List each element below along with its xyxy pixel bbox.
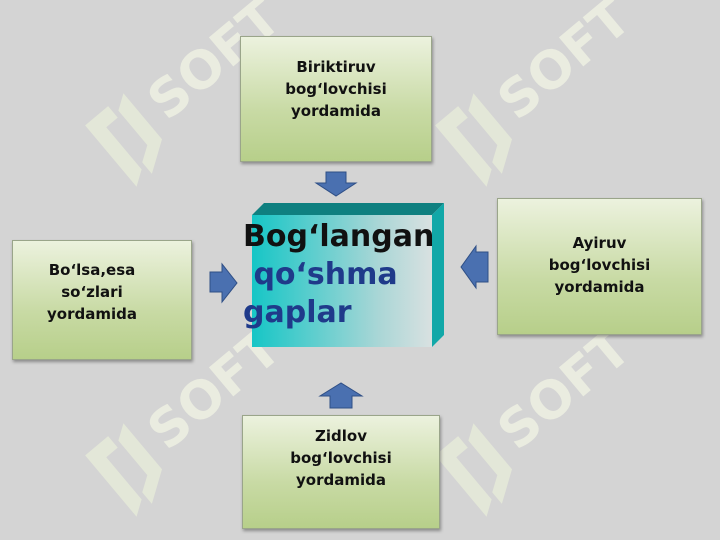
box-ayiruv: Ayiruv bog‘lovchisi yordamida [497,198,702,335]
box-ayiruv-label: Ayiruv bog‘lovchisi yordamida [548,233,651,296]
center-title-line1: Bog‘langan [243,219,435,254]
cube-top-face [252,203,444,215]
cube-side-face [432,203,444,347]
box-zidlov-label: Zidlov bog‘lovchisi yordamida [290,427,392,489]
arrow-right-icon [209,262,238,304]
arrow-left-icon [460,244,489,290]
arrow-up-icon [318,382,364,409]
center-cube [252,203,444,347]
box-bolsa-esa-label: Bo‘lsa,esa so‘zlari yordamida [47,261,137,323]
box-bolsa-esa: Bo‘lsa,esa so‘zlari yordamida [12,240,192,360]
svg-text:SOFT: SOFT [487,0,643,132]
cube-front-face [252,215,432,347]
watermark-logo-4: SOFT [435,317,643,517]
arrow-down-icon [314,171,358,197]
box-biriktiruv: Biriktiruv bog‘lovchisi yordamida [240,36,432,162]
watermark-logo-2: SOFT [435,0,643,187]
box-zidlov: Zidlov bog‘lovchisi yordamida [242,415,440,529]
box-biriktiruv-label: Biriktiruv bog‘lovchisi yordamida [285,58,387,120]
center-title-line3: gaplar [243,295,352,330]
center-title-line2: qo‘shma [243,257,398,292]
svg-text:SOFT: SOFT [487,317,643,461]
center-title: Bog‘langan qo‘shma gaplar [243,218,443,332]
